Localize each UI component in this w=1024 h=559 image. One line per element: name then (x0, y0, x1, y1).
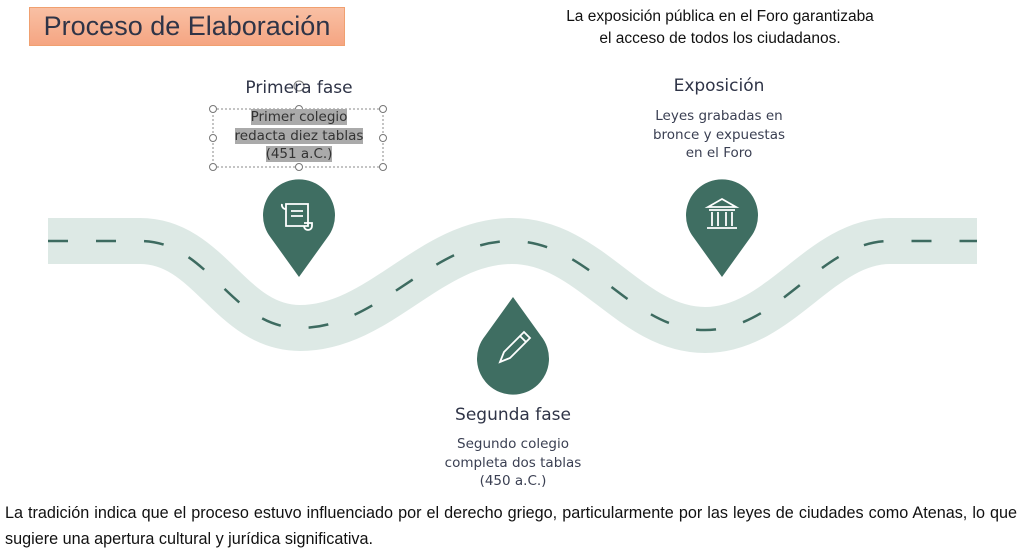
desc-line: Leyes grabadas en (655, 108, 783, 124)
pin-exposicion (686, 179, 759, 277)
desc-line: Segundo colegio (457, 436, 569, 452)
pin-primera-fase (263, 179, 335, 277)
body-paragraph: La tradición indica que el proceso estuv… (5, 504, 1017, 548)
desc-line: en el Foro (685, 145, 753, 161)
note-line-2: el acceso de todos los ciudadanos. (599, 30, 841, 47)
desc-line: redacta diez tablas (234, 127, 364, 144)
stage-heading: Segunda fase (455, 405, 571, 425)
page-title: Proceso de Elaboración (29, 7, 345, 46)
note-text: La exposición pública en el Foro garanti… (520, 6, 920, 50)
stage-description: Segundo colegio completa dos tablas (450… (403, 435, 623, 491)
stage-description[interactable]: Primer colegio redacta diez tablas (451 … (189, 108, 409, 164)
desc-line: (450 a.C.) (479, 473, 547, 489)
temple-icon (704, 197, 740, 229)
stage-description: Leyes grabadas en bronce y expuestas en … (609, 107, 829, 163)
desc-line: bronce y expuestas (652, 126, 786, 143)
pin-segunda-fase (477, 297, 549, 395)
desc-line: Primer colegio (250, 109, 348, 125)
note-line-1: La exposición pública en el Foro garanti… (566, 8, 874, 25)
stage-heading: Primera fase (245, 78, 353, 98)
scroll-icon (281, 203, 313, 231)
pencil-icon (498, 330, 532, 364)
desc-line: completa dos tablas (444, 454, 582, 471)
stage-heading: Exposición (673, 76, 765, 96)
road (48, 217, 977, 354)
desc-line: (451 a.C.) (265, 146, 333, 162)
